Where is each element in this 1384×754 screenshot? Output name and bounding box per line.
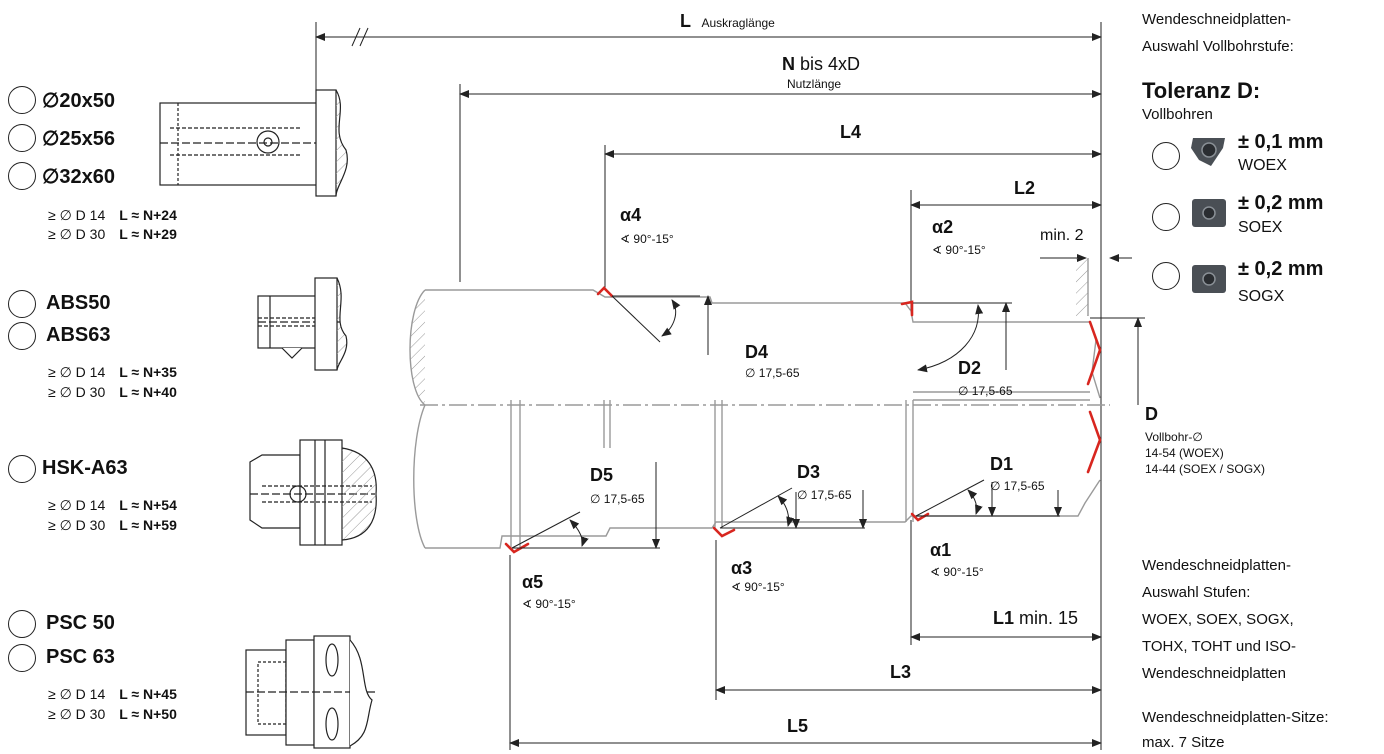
- option-label-20x50: ∅20x50: [42, 90, 116, 112]
- alpha4-label: α4: [620, 205, 642, 225]
- hsk-shank-sketch: [249, 439, 377, 546]
- option-radio-20x50[interactable]: [8, 86, 36, 114]
- insert-tol-soex: ± 0,2 mm: [1238, 192, 1324, 214]
- seats-info-line: Wendeschneidplatten-Sitze:: [1142, 709, 1329, 726]
- D5-label: D5: [590, 465, 614, 485]
- D2-label: D2: [958, 358, 982, 378]
- insert-tol-sogx: ± 0,2 mm: [1238, 258, 1324, 280]
- insert-tol-woex: ± 0,1 mm: [1238, 131, 1324, 153]
- D5-range: ∅ 17,5-65: [590, 492, 645, 506]
- D2-range: ∅ 17,5-65: [958, 384, 1013, 398]
- sogx-insert-icon: [1192, 265, 1226, 293]
- insert-name-soex: SOEX: [1238, 219, 1283, 236]
- alpha4-range: ∢ 90°-15°: [620, 232, 674, 246]
- D4-label: D4: [745, 342, 769, 362]
- insert-radio-soex[interactable]: [1152, 203, 1180, 231]
- dim-N-label: N bis 4xD: [782, 54, 861, 74]
- alpha3-label: α3: [731, 558, 753, 578]
- dim-D-range2: 14-44 (SOEX / SOGX): [1145, 462, 1266, 476]
- tolerance-title: Toleranz D:: [1142, 78, 1261, 103]
- alpha2-label: α2: [932, 217, 954, 237]
- insert-name-sogx: SOGX: [1238, 288, 1285, 305]
- option-radio-psc50[interactable]: [8, 610, 36, 638]
- option-radio-abs63[interactable]: [8, 322, 36, 350]
- dim-L4-label: L4: [840, 122, 862, 142]
- D1-range: ∅ 17,5-65: [990, 479, 1045, 493]
- alpha5-label: α5: [522, 572, 544, 592]
- alpha5-range: ∢ 90°-15°: [522, 597, 576, 611]
- option-label-abs50: ABS50: [46, 292, 111, 314]
- option-label-hsk-a63: HSK-A63: [42, 457, 128, 479]
- alpha1-range: ∢ 90°-15°: [930, 565, 984, 579]
- D4-range: ∅ 17,5-65: [745, 366, 800, 380]
- D1-label: D1: [990, 454, 1014, 474]
- right-title-2: Auswahl Vollbohrstufe:: [1142, 38, 1294, 55]
- alpha2-range: ∢ 90°-15°: [932, 243, 986, 257]
- option-label-psc50: PSC 50: [46, 612, 115, 634]
- steps-info-line: TOHX, TOHT und ISO-: [1142, 638, 1296, 655]
- insert-radio-woex[interactable]: [1152, 142, 1180, 170]
- dim-L5-label: L5: [787, 716, 809, 736]
- option-radio-25x56[interactable]: [8, 124, 36, 152]
- psc-shank-sketch: [245, 635, 375, 749]
- abs-shank-sketch: [257, 277, 348, 371]
- angle-annotations: [511, 295, 1062, 549]
- dim-D-sub: Vollbohr-∅: [1145, 430, 1203, 444]
- cutting-edges: [504, 286, 1102, 554]
- option-radio-hsk-a63[interactable]: [8, 455, 36, 483]
- option-label-abs63: ABS63: [46, 324, 111, 346]
- D3-range: ∅ 17,5-65: [797, 488, 852, 502]
- insert-name-woex: WOEX: [1238, 157, 1287, 174]
- alpha1-label: α1: [930, 540, 952, 560]
- dim-D-label: D: [1145, 404, 1158, 424]
- steps-info-line: Auswahl Stufen:: [1142, 584, 1251, 601]
- option-label-psc63: PSC 63: [46, 646, 115, 668]
- steps-info-line: Wendeschneidplatten-: [1142, 557, 1291, 574]
- cylindrical-shank-sketch: [159, 89, 348, 197]
- option-radio-32x60[interactable]: [8, 162, 36, 190]
- option-label-25x56: ∅25x56: [42, 128, 116, 150]
- option-radio-abs50[interactable]: [8, 290, 36, 318]
- dim-L1-label: L1 min. 15: [993, 608, 1079, 628]
- dimension-lines: [315, 22, 1145, 750]
- dim-min2-label: min. 2: [1040, 227, 1084, 244]
- steps-info-line: Wendeschneidplatten: [1142, 665, 1286, 682]
- alpha3-range: ∢ 90°-15°: [731, 580, 785, 594]
- steps-info-line: WOEX, SOEX, SOGX,: [1142, 611, 1294, 628]
- seats-info-line: max. 7 Sitze: [1142, 734, 1225, 751]
- dim-L-label: L Auskraglänge: [680, 11, 775, 31]
- option-label-32x60: ∅32x60: [42, 166, 116, 188]
- dim-L2-label: L2: [1014, 178, 1036, 198]
- option-radio-psc63[interactable]: [8, 644, 36, 672]
- woex-insert-icon: [1191, 138, 1225, 166]
- dim-L3-label: L3: [890, 662, 912, 682]
- tool-body: [409, 258, 1110, 549]
- dim-D-range1: 14-54 (WOEX): [1145, 446, 1224, 460]
- right-title-1: Wendeschneidplatten-: [1142, 11, 1291, 28]
- insert-radio-sogx[interactable]: [1152, 262, 1180, 290]
- D3-label: D3: [797, 462, 821, 482]
- tolerance-sub: Vollbohren: [1142, 106, 1213, 123]
- dim-N-sub: Nutzlänge: [787, 77, 842, 91]
- soex-insert-icon: [1192, 199, 1226, 227]
